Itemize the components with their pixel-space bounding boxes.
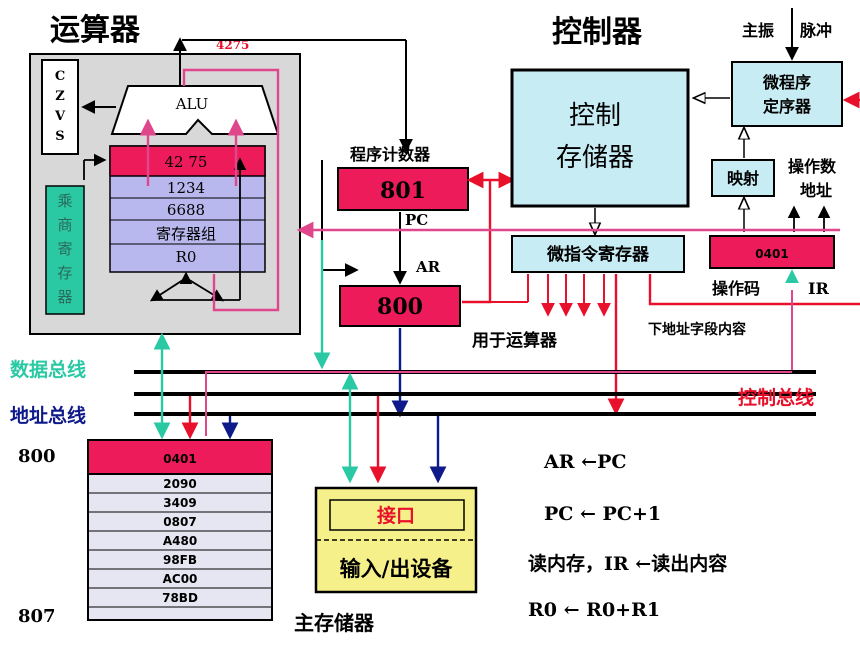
pc-value: 801 [380, 178, 426, 204]
register-group-label: 寄存器组 [156, 225, 216, 243]
memory-cell-selected [87, 439, 273, 475]
ar-value: 800 [377, 294, 423, 320]
ar-label: AR [415, 258, 441, 276]
data-bus-label: 数据总线 [10, 358, 86, 381]
step-3: 读内存，IR ←读出内容 [528, 552, 727, 575]
step-1: AR ←PC [543, 451, 626, 473]
address-bus-label: 地址总线 [10, 404, 86, 427]
io-device-label: 输入/出设备 [340, 556, 454, 581]
control-store-line-1: 控制 [569, 101, 621, 131]
md-char-2: 商 [57, 216, 72, 234]
micro-sequencer-line-1: 微程序 [762, 73, 811, 92]
md-char-5: 器 [57, 288, 72, 306]
multiplier-divider-register [45, 185, 85, 315]
memory-cell-2: 3409 [163, 496, 196, 510]
address-register [339, 285, 461, 327]
pc-label: PC [405, 211, 428, 229]
ir-value: 0401 [755, 247, 788, 261]
control-bus-label: 控制总线 [738, 386, 814, 409]
memory-cell-1: 2090 [163, 477, 196, 491]
register-value-2: 1234 [167, 179, 205, 197]
pulse-label: 脉冲 [799, 21, 832, 40]
flags-register [41, 59, 79, 155]
alu-output-value: 4275 [216, 38, 249, 52]
for-alu-label: 用于运算器 [472, 330, 558, 351]
pc-title: 程序计数器 [350, 145, 431, 164]
oscillator-label: 主振 [742, 21, 774, 40]
operand-address-line-1: 操作数 [788, 157, 837, 176]
mapping-label: 映射 [727, 169, 759, 188]
step-4: R0 ← R0+R1 [528, 599, 660, 621]
memory-end-address: 807 [18, 606, 56, 627]
md-char-3: 寄 [57, 240, 72, 258]
micro-sequencer-line-2: 定序器 [762, 97, 812, 116]
register-value-3: 6688 [167, 201, 205, 219]
ir-label: IR [808, 279, 829, 298]
operand-address-line-2: 地址 [800, 181, 832, 200]
micro-ir-label: 微指令寄存器 [546, 244, 650, 265]
io-interface-label: 接口 [377, 505, 415, 527]
micro-sequencer [731, 61, 843, 127]
opcode-label: 操作码 [712, 279, 760, 298]
flag-z: Z [55, 89, 65, 104]
mapping-block [711, 159, 775, 197]
memory-cell-0: 0401 [163, 452, 196, 466]
control-store [510, 68, 690, 208]
md-char-4: 存 [57, 264, 72, 282]
io-interface [329, 499, 465, 531]
flag-c: C [55, 69, 65, 84]
alu-result-path [182, 68, 280, 312]
memory-cell-7: 78BD [162, 591, 198, 605]
control-store-line-2: 存储器 [556, 143, 634, 173]
memory-cell-3: 0807 [163, 515, 196, 529]
control-unit-title: 控制器 [552, 15, 643, 50]
register-r0: R0 [176, 248, 197, 266]
program-counter [337, 167, 469, 211]
memory-start-address: 800 [18, 446, 56, 467]
memory-cell-6: AC00 [163, 572, 198, 586]
instruction-register [709, 235, 835, 269]
alu-label: ALU [175, 95, 209, 113]
alu-unit-title: 运算器 [50, 13, 141, 48]
register-value-1: 42 75 [165, 153, 208, 171]
md-char-1: 乘 [57, 192, 72, 210]
flag-v: V [54, 109, 66, 124]
memory-cell-5: 98FB [163, 553, 197, 567]
main-memory-title: 主存储器 [294, 611, 375, 635]
step-2: PC ← PC+1 [544, 503, 661, 525]
memory-cell-4: A480 [163, 534, 197, 548]
flag-s: S [55, 129, 64, 144]
micro-instruction-register [511, 235, 685, 273]
next-address-label: 下地址字段内容 [648, 321, 746, 338]
